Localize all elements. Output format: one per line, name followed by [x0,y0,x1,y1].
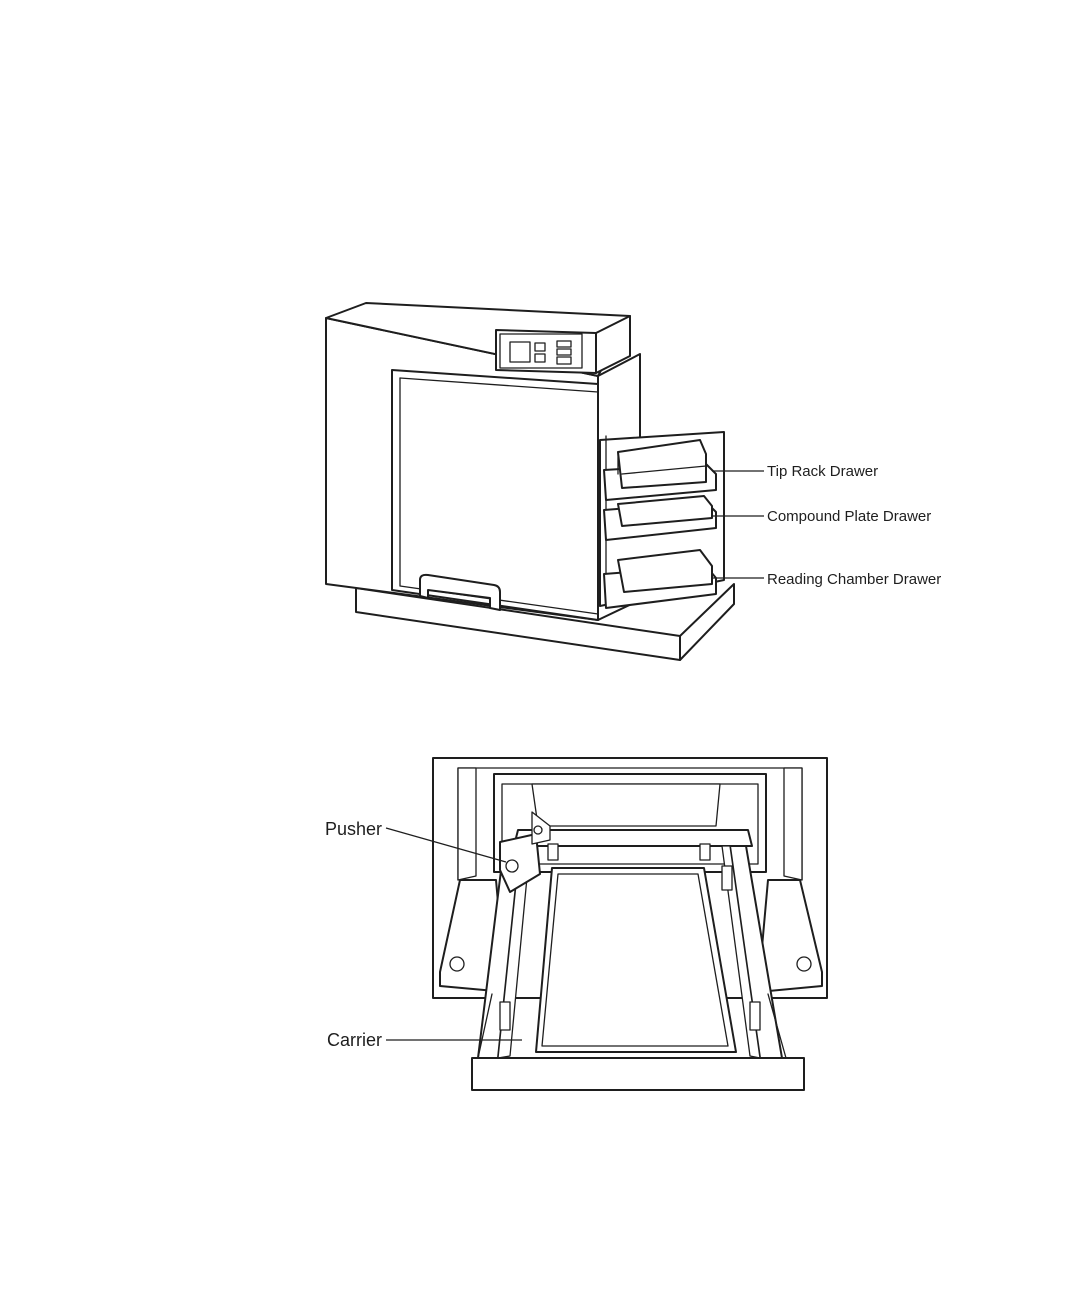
carrier-back-post-right [700,844,710,860]
nest-clip-top-right [722,866,732,890]
control-button-1-icon [557,341,571,347]
carrier-label: Carrier [327,1030,382,1050]
control-down-button-icon [535,354,545,362]
right-platform-hole-icon [797,957,811,971]
compound-plate-drawer-label: Compound Plate Drawer [767,508,931,525]
nest-clip-bottom-left [500,1002,510,1030]
control-panel-display [510,342,530,362]
pusher-top-pivot-icon [534,826,542,834]
control-button-2-icon [557,349,571,355]
nest-clip-bottom-right [750,1002,760,1030]
pusher-label: Pusher [325,819,382,839]
reading-chamber-drawer-label: Reading Chamber Drawer [767,571,941,588]
control-up-button-icon [535,343,545,351]
plate-nest [536,868,736,1052]
carrier-front-bar [472,1058,804,1090]
reading-slot [532,784,720,826]
carrier-back-post-left [548,844,558,860]
left-platform-hole-icon [450,957,464,971]
housing-right-wall [784,768,802,880]
control-button-3-icon [557,357,571,364]
tip-rack-drawer-label: Tip Rack Drawer [767,463,878,480]
carrier-illustration [386,758,827,1090]
housing-left-wall [458,768,476,880]
instrument-illustration [326,303,764,660]
pusher-pivot-icon [506,860,518,872]
